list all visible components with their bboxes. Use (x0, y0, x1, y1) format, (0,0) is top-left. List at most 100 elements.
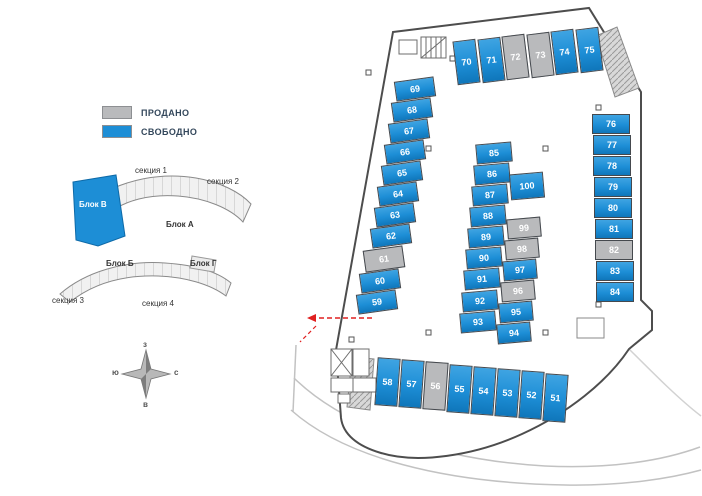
free-label: СВОБОДНО (141, 126, 198, 137)
parking-space-94[interactable]: 94 (496, 321, 532, 345)
space-number: 56 (430, 380, 441, 392)
space-number: 55 (454, 383, 465, 395)
space-number: 60 (374, 275, 386, 287)
space-number: 83 (609, 266, 620, 276)
space-number: 92 (474, 295, 486, 307)
space-number: 81 (608, 224, 619, 234)
parking-space-78[interactable]: 78 (593, 156, 631, 176)
label-block-v: Блок В (79, 200, 107, 209)
label-section-1: секция 1 (135, 166, 168, 175)
compass-south: ю (112, 368, 119, 377)
compass-rose-icon (120, 348, 172, 400)
parking-space-87[interactable]: 87 (471, 183, 509, 207)
space-number: 68 (406, 104, 418, 116)
parking-space-92[interactable]: 92 (461, 289, 499, 313)
parking-space-93[interactable]: 93 (459, 310, 497, 334)
space-number: 72 (509, 51, 522, 63)
space-number: 51 (550, 392, 561, 404)
space-number: 86 (486, 168, 498, 180)
parking-space-56[interactable]: 56 (422, 361, 449, 411)
space-number: 85 (488, 147, 500, 159)
space-number: 78 (606, 161, 617, 171)
space-number: 79 (607, 182, 618, 192)
space-number: 74 (558, 46, 571, 58)
space-number: 93 (472, 316, 484, 328)
parking-space-91[interactable]: 91 (463, 267, 501, 291)
entrance-arrow-icon (299, 314, 372, 343)
parking-space-85[interactable]: 85 (475, 141, 513, 165)
site-plan (59, 174, 252, 303)
space-number: 59 (371, 296, 383, 308)
space-number: 84 (609, 287, 620, 297)
parking-space-54[interactable]: 54 (470, 366, 497, 416)
space-number: 100 (519, 180, 535, 192)
stairwell-rooms (330, 317, 605, 404)
parking-space-52[interactable]: 52 (518, 370, 545, 420)
space-number: 52 (526, 389, 537, 401)
parking-space-84[interactable]: 84 (596, 282, 634, 302)
label-block-b: Блок Б (106, 259, 134, 268)
ramp-top-right (595, 26, 640, 98)
space-number: 80 (607, 203, 618, 213)
parking-space-53[interactable]: 53 (494, 368, 521, 418)
space-number: 54 (478, 385, 489, 397)
sold-label: ПРОДАНО (141, 107, 190, 118)
space-number: 89 (480, 231, 492, 243)
parking-space-88[interactable]: 88 (469, 204, 507, 228)
legend-item-sold: ПРОДАНО (102, 106, 197, 119)
space-number: 97 (514, 264, 526, 276)
parking-space-83[interactable]: 83 (596, 261, 634, 281)
space-number: 75 (583, 44, 596, 56)
space-number: 58 (382, 376, 393, 388)
space-number: 63 (389, 209, 401, 221)
space-number: 94 (508, 327, 520, 339)
parking-space-80[interactable]: 80 (594, 198, 632, 218)
legend-item-free: СВОБОДНО (102, 125, 197, 138)
free-swatch (102, 125, 132, 138)
parking-space-77[interactable]: 77 (593, 135, 631, 155)
parking-space-57[interactable]: 57 (398, 359, 425, 409)
label-section-3: секция 3 (52, 296, 85, 305)
space-number: 87 (484, 189, 496, 201)
parking-space-58[interactable]: 58 (374, 357, 401, 407)
parking-space-82[interactable]: 82 (595, 240, 633, 260)
parking-space-89[interactable]: 89 (467, 225, 505, 249)
space-number: 82 (608, 245, 619, 255)
space-number: 90 (478, 252, 490, 264)
space-number: 91 (476, 273, 488, 285)
label-block-a: Блок А (166, 220, 194, 229)
stairs-icon (398, 36, 447, 59)
space-number: 62 (385, 230, 397, 242)
space-number: 99 (518, 222, 530, 234)
parking-space-81[interactable]: 81 (595, 219, 633, 239)
space-number: 61 (378, 253, 390, 265)
space-number: 66 (399, 146, 411, 158)
parking-space-90[interactable]: 90 (465, 246, 503, 270)
space-number: 96 (512, 285, 524, 297)
space-number: 95 (510, 306, 522, 318)
legend: ПРОДАНО СВОБОДНО (102, 106, 197, 144)
parking-space-86[interactable]: 86 (473, 162, 511, 186)
space-number: 77 (606, 140, 617, 150)
parking-space-96[interactable]: 96 (500, 279, 536, 303)
parking-space-95[interactable]: 95 (498, 300, 534, 324)
parking-space-99[interactable]: 99 (506, 216, 542, 240)
space-number: 64 (392, 188, 404, 200)
space-number: 88 (482, 210, 494, 222)
parking-space-76[interactable]: 76 (592, 114, 630, 134)
space-number: 69 (409, 83, 421, 95)
compass-west: з (143, 340, 147, 349)
space-number: 65 (396, 167, 408, 179)
parking-space-100[interactable]: 100 (508, 171, 546, 201)
label-section-4: секция 4 (142, 299, 175, 308)
block-g-shape (189, 255, 217, 273)
space-number: 70 (460, 56, 473, 68)
parking-space-79[interactable]: 79 (594, 177, 632, 197)
parking-space-98[interactable]: 98 (504, 237, 540, 261)
parking-space-55[interactable]: 55 (446, 364, 473, 414)
parking-space-51[interactable]: 51 (542, 373, 569, 423)
compass-north: с (174, 368, 179, 377)
parking-space-97[interactable]: 97 (502, 258, 538, 282)
compass-east: в (143, 400, 148, 409)
